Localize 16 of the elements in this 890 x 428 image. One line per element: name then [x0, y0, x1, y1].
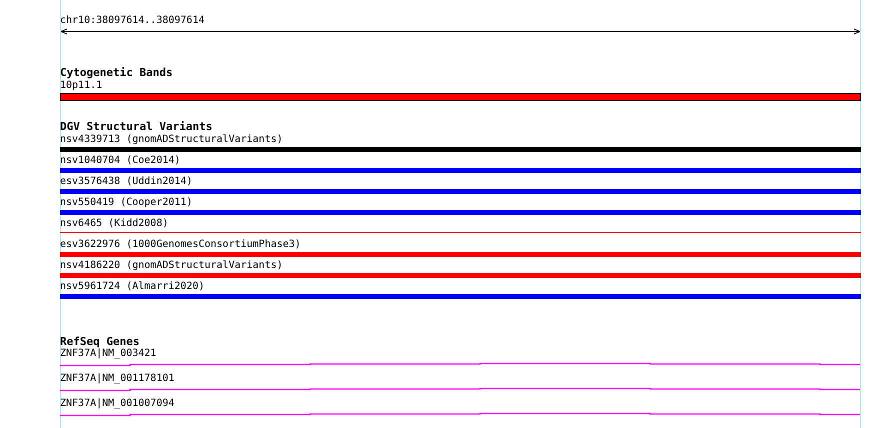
feature-label: nsv550419 (Cooper2011): [60, 197, 192, 209]
feature-label: ZNF37A|NM_003421: [60, 348, 156, 360]
feature-label: nsv4186220 (gnomADStructuralVariants): [60, 260, 283, 272]
track-title: Cytogenetic Bands: [60, 67, 173, 79]
feature-label: 10p11.1: [60, 80, 102, 92]
feature-label: nsv1040704 (Coe2014): [60, 155, 180, 167]
feature-label: ZNF37A|NM_001178101: [60, 373, 174, 385]
coordinate-label: chr10:38097614..38097614: [60, 15, 204, 27]
feature-label: esv3576438 (Uddin2014): [60, 176, 192, 188]
feature-label: nsv6465 (Kidd2008): [60, 218, 168, 230]
track-title: DGV Structural Variants: [60, 121, 212, 133]
feature-label: esv3622976 (1000GenomesConsortiumPhase3): [60, 239, 301, 251]
feature-label: ZNF37A|NM_001007094: [60, 398, 174, 410]
feature-label: nsv4339713 (gnomADStructuralVariants): [60, 134, 283, 146]
track-title: RefSeq Genes: [60, 336, 140, 348]
feature-label: nsv5961724 (Almarri2020): [60, 281, 204, 293]
